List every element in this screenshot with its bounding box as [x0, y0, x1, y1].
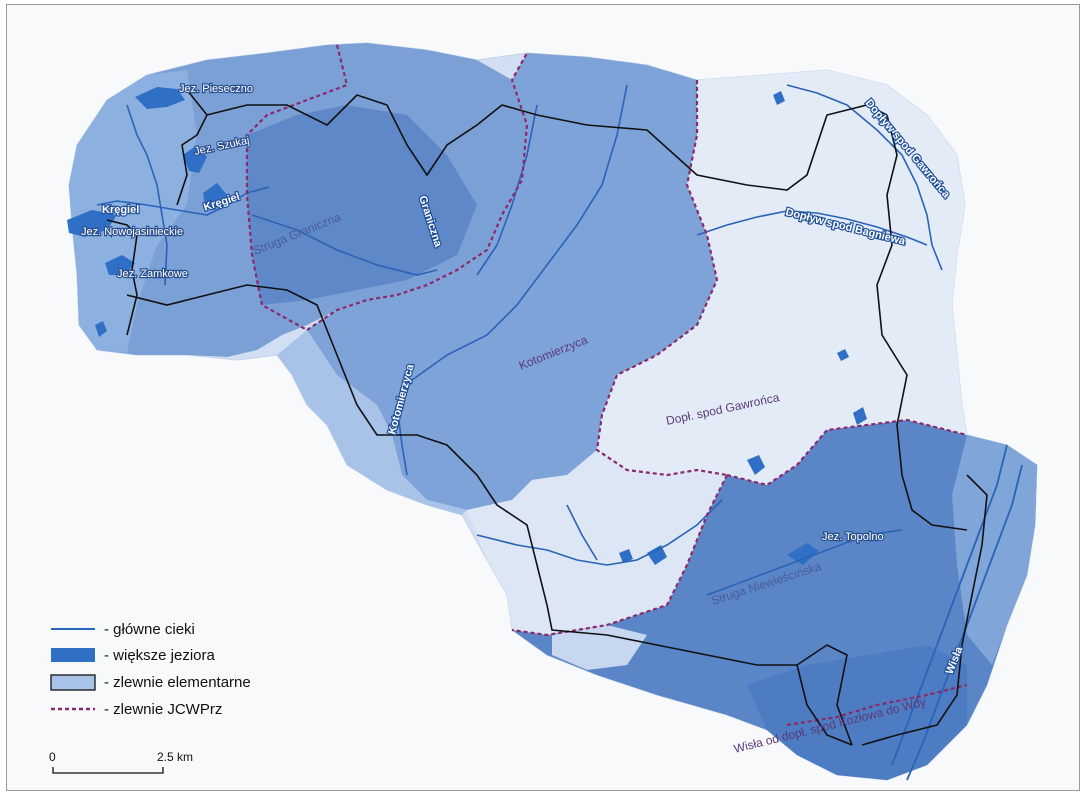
scalebar-line: [52, 767, 164, 774]
label-river-kregiel-left: Kręgiel: [102, 204, 139, 216]
basin-south-light: [467, 450, 727, 635]
label-jez-topolno: Jez. Topolno: [822, 531, 884, 543]
map-frame: Jez. Pieseczno Jez. Szukaj Jez. Nowojasi…: [6, 4, 1080, 791]
legend: - główne cieki - większe jeziora - zlewn…: [50, 621, 251, 718]
basin-struga-graniczna-inner: [247, 105, 477, 305]
lake-small-6: [773, 91, 785, 105]
lake-small-1: [95, 321, 107, 337]
scalebar-start-label: 0: [49, 750, 56, 764]
jcwprz-border-3: [595, 80, 728, 477]
label-jez-nowojasinieckie: Jez. Nowojasinieckie: [81, 226, 183, 238]
legend-label-lakes: - większe jeziora: [104, 647, 216, 664]
lake-kregiel: [203, 183, 227, 210]
elementary-borders: [106, 89, 988, 746]
basin-wisla: [747, 645, 967, 780]
basin-west-light: [69, 70, 197, 353]
basin-kotomierzyca-light: [277, 330, 467, 515]
legend-label-rivers: - główne cieki: [104, 621, 195, 638]
lakes-layer: [67, 87, 867, 565]
river-kotomierzyca-branch: [476, 104, 538, 276]
river-south-branch: [476, 499, 723, 566]
river-graniczna: [251, 214, 438, 276]
legend-symbol-elementary: [50, 674, 96, 691]
scalebar: 0 2.5 km: [49, 750, 193, 774]
lake-small-4: [647, 545, 667, 565]
river-wisla-1: [891, 444, 1008, 766]
river-doplyw-bagniewa: [696, 210, 928, 246]
legend-symbol-lakes: [51, 648, 95, 662]
river-south-branch-2: [566, 504, 598, 561]
jcwprz-border-1: [245, 44, 349, 331]
elem-border-4: [106, 219, 138, 336]
elem-border-1: [176, 89, 208, 206]
elem-border-3: [876, 114, 968, 531]
river-wisla-2: [906, 464, 1023, 781]
elem-border-5: [126, 284, 853, 746]
elem-border-6: [861, 474, 988, 746]
rivers-layer: [96, 84, 1023, 781]
lake-small-2: [747, 455, 765, 475]
lake-topolno: [787, 543, 819, 565]
river-kotomierzyca: [396, 84, 628, 476]
lake-nowojasinieckie: [67, 210, 117, 237]
jcwprz-borders: [245, 44, 968, 727]
lake-small-3: [853, 407, 867, 425]
lake-zamkowe: [105, 255, 135, 275]
jcwprz-border-6: [786, 683, 968, 727]
basin-pocket: [552, 625, 647, 670]
elem-border-2: [206, 94, 888, 191]
lake-pieseczno: [135, 87, 185, 109]
lake-small-7: [837, 349, 849, 361]
river-doplyw-gawronca: [786, 84, 943, 271]
elem-border-7: [796, 664, 853, 746]
basin-kotomierzyca: [307, 53, 717, 510]
lake-szukaj: [183, 145, 207, 173]
jcwprz-border-4: [726, 418, 968, 487]
map-canvas[interactable]: Jez. Pieseczno Jez. Szukaj Jez. Nowojasi…: [7, 5, 1081, 792]
legend-label-jcwprz: - zlewnie JCWPrz: [104, 701, 222, 718]
river-west-creek: [126, 104, 168, 286]
river-niewiescinska: [706, 529, 903, 596]
label-jez-pieseczno: Jez. Pieseczno: [179, 83, 253, 95]
jcwprz-border-5: [511, 474, 728, 637]
label-jez-zamkowe: Jez. Zamkowe: [117, 268, 188, 280]
lake-small-5: [619, 549, 633, 563]
scalebar-end-label: 2.5 km: [157, 750, 193, 764]
river-kregiel: [96, 186, 270, 216]
legend-label-elementary: - zlewnie elementarne: [104, 674, 251, 691]
